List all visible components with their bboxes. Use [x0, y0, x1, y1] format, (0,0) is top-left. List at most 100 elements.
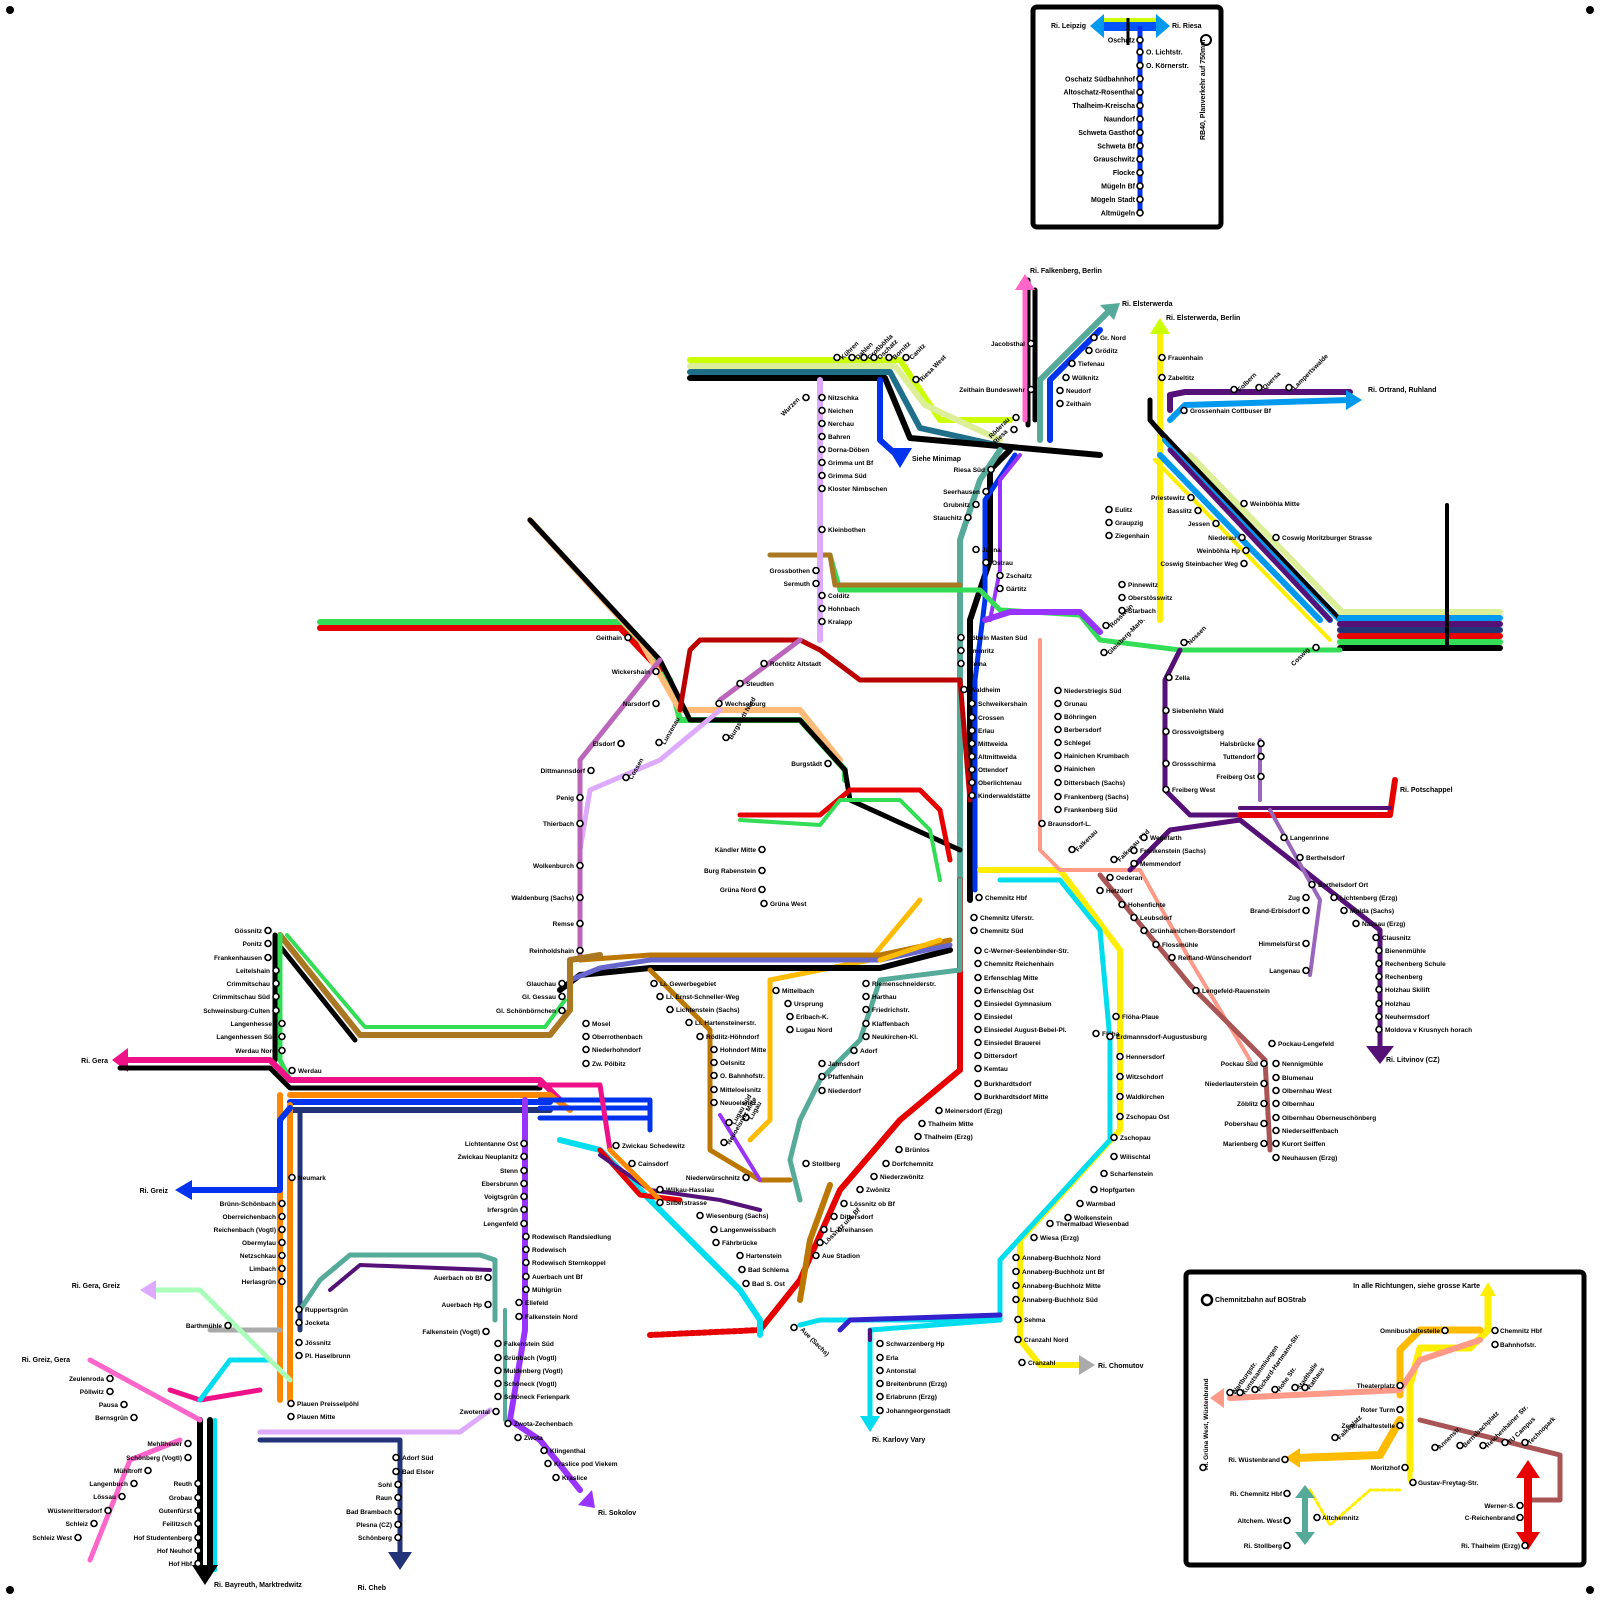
direction-label: Ri. Falkenberg, Berlin: [1030, 268, 1102, 275]
station-marker: [588, 768, 594, 774]
station-label: Klaffenbach: [872, 1021, 909, 1028]
station-marker: [1457, 1443, 1463, 1449]
station-label: Kemtau: [984, 1066, 1008, 1073]
station-label: Hohndorf Mitte: [720, 1047, 767, 1054]
inset-station-label: Roter Turm: [1360, 1407, 1395, 1414]
station-marker: [289, 1175, 295, 1181]
station-label: Gärtitz: [1006, 586, 1027, 593]
station-marker: [1131, 861, 1137, 867]
station-marker: [973, 502, 979, 508]
inset-station-label: Theaterplatz: [1357, 1383, 1396, 1390]
station-marker: [1442, 1328, 1448, 1334]
station-marker: [1273, 1128, 1279, 1134]
station-label: Braunsdorf-L.: [1048, 821, 1091, 828]
station-marker: [577, 821, 583, 827]
station-marker: [1101, 650, 1107, 656]
station-marker: [75, 1535, 81, 1541]
station-label: Oschatz: [1108, 38, 1136, 45]
station-label: Burg Rabenstein: [704, 868, 756, 875]
station-marker: [195, 1521, 201, 1527]
station-marker: [975, 975, 981, 981]
station-marker: [791, 1325, 797, 1331]
station-label: Wilkau-Hasslau: [666, 1187, 714, 1194]
station-label: Annaberg-Buchholz Mitte: [1022, 1283, 1101, 1290]
station-label: Silberstrasse: [666, 1200, 707, 1207]
station-marker: [1137, 89, 1143, 95]
station-label: Erfenschlag Mitte: [984, 975, 1039, 982]
station-label: Mehltheuer: [147, 1441, 182, 1448]
station-marker: [1107, 1034, 1113, 1040]
station-label: Steudten: [746, 681, 774, 688]
station-marker: [393, 1469, 399, 1475]
station-label: Gr. Nord: [1100, 335, 1126, 342]
station-label: Zabeltitz: [1168, 375, 1195, 382]
station-label: Neuhermsdorf: [1385, 1014, 1430, 1021]
station-marker: [1055, 740, 1061, 746]
inset-station-label: Ri. Stollberg: [1244, 1543, 1282, 1550]
station-label: Zwota: [524, 1435, 543, 1442]
station-label: Scharfenstein: [1110, 1171, 1153, 1178]
station-marker: [279, 1279, 285, 1285]
station-marker: [971, 928, 977, 934]
inset-station-label: Altchemnitz: [1322, 1515, 1360, 1522]
station-marker: [559, 1008, 565, 1014]
station-label: Bad S. Ost: [752, 1281, 786, 1288]
station-label: Einsiedel Gymnasium: [984, 1001, 1052, 1008]
station-label: Geithain: [596, 635, 622, 642]
station-marker: [1297, 855, 1303, 861]
station-marker: [1111, 1135, 1117, 1141]
station-marker: [819, 1074, 825, 1080]
station-marker: [871, 1174, 877, 1180]
station-label: Stenn: [500, 1168, 518, 1175]
station-label: Wiesa (Erzg): [1040, 1235, 1079, 1242]
station-label: Neukirchen-Kl.: [872, 1034, 918, 1041]
station-label: Zella: [1175, 675, 1190, 682]
direction-label: Ri. Bayreuth, Marktredwitz: [214, 1582, 302, 1589]
station-label: Zeithain Bundeswehr: [959, 387, 1025, 394]
station-marker: [1303, 895, 1309, 901]
station-marker: [813, 581, 819, 587]
station-label: Rodewisch Randsiedlung: [532, 1234, 611, 1241]
station-label: Blumenau: [1282, 1075, 1313, 1082]
station-label: Glauchau: [526, 981, 556, 988]
station-marker: [657, 1187, 663, 1193]
station-label: Gröditz: [1095, 348, 1118, 355]
station-marker: [1137, 76, 1143, 82]
station-marker: [1063, 375, 1069, 381]
station-marker: [495, 1355, 501, 1361]
station-label: Kurort Seiffen: [1282, 1141, 1325, 1148]
station-marker: [1106, 507, 1112, 513]
station-marker: [559, 994, 565, 1000]
station-marker: [1376, 961, 1382, 967]
station-marker: [265, 955, 271, 961]
station-label: Niederzwönitz: [880, 1174, 924, 1181]
station-label: Stollberg: [812, 1161, 840, 1168]
station-marker: [1091, 1187, 1097, 1193]
station-marker: [1055, 780, 1061, 786]
station-marker: [1376, 987, 1382, 993]
station-label: Niederwürschnitz: [686, 1175, 741, 1182]
station-marker: [958, 661, 964, 667]
station-marker: [393, 1455, 399, 1461]
station-marker: [521, 1154, 527, 1160]
station-label: Marienberg: [1223, 1141, 1258, 1148]
station-marker: [1028, 387, 1034, 393]
station-marker: [1397, 1407, 1403, 1413]
station-label: Zöblitz: [1237, 1101, 1259, 1108]
station-marker: [1055, 753, 1061, 759]
station-label: Neuhausen (Erzg): [1282, 1155, 1337, 1162]
station-marker: [1258, 754, 1264, 760]
station-marker: [975, 1066, 981, 1072]
station-label: Nerchau: [828, 421, 854, 428]
station-label: Mosel: [592, 1021, 611, 1028]
station-marker: [976, 895, 982, 901]
station-marker: [521, 1194, 527, 1200]
station-label: Olbernhau: [1282, 1101, 1315, 1108]
station-marker: [1137, 103, 1143, 109]
station-label: Hof Neuhof: [157, 1548, 193, 1555]
station-label: Bad Brambach: [346, 1509, 392, 1516]
station-marker: [883, 1161, 889, 1167]
station-label: Crossen: [978, 715, 1004, 722]
station-label: Grimma unt Bf: [828, 460, 874, 467]
station-marker: [1117, 1114, 1123, 1120]
